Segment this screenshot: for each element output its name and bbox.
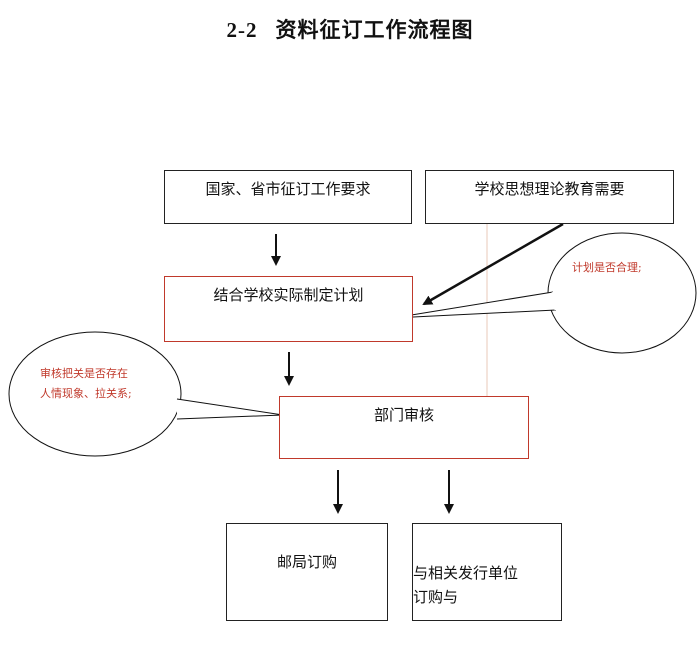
callout-bubble-left [8,331,182,457]
node-post-office: 邮局订购 [226,523,388,621]
callout-tail-left [176,398,284,420]
callout-line-1: 审核把关是否存在 [40,367,128,380]
node-label: 部门审核 [373,406,434,424]
node-issuer: 与相关发行单位 订购与 [412,523,562,621]
node-label-line2: 订购与 [413,588,459,606]
node-label: 结合学校实际制定计划 [213,286,364,304]
node-national-requirements: 国家、省市征订工作要求 [164,170,412,224]
title-number: 2-2 [226,18,258,42]
node-label: 学校思想理论教育需要 [474,180,625,198]
title-text: 资料征订工作流程图 [275,18,474,42]
diagram-title: 2-2 资料征订工作流程图 [0,14,700,44]
callout-text-review: 审核把关是否存在 人情现象、拉关系; [40,364,132,404]
arrow-school-needs-to-plan [422,222,564,306]
node-school-needs: 学校思想理论教育需要 [425,170,674,224]
node-label-line1: 与相关发行单位 [413,564,519,582]
callout-line-2: 人情现象、拉关系; [40,387,132,400]
callout-text-plan: 计划是否合理; [572,258,642,278]
callout-tail-right [392,291,557,319]
node-label: 国家、省市征订工作要求 [205,180,371,198]
node-dept-review: 部门审核 [279,396,529,459]
callout-bubble-right [547,232,697,354]
callout-line: 计划是否合理; [572,261,642,274]
node-label: 邮局订购 [276,553,337,571]
node-plan: 结合学校实际制定计划 [164,276,413,342]
